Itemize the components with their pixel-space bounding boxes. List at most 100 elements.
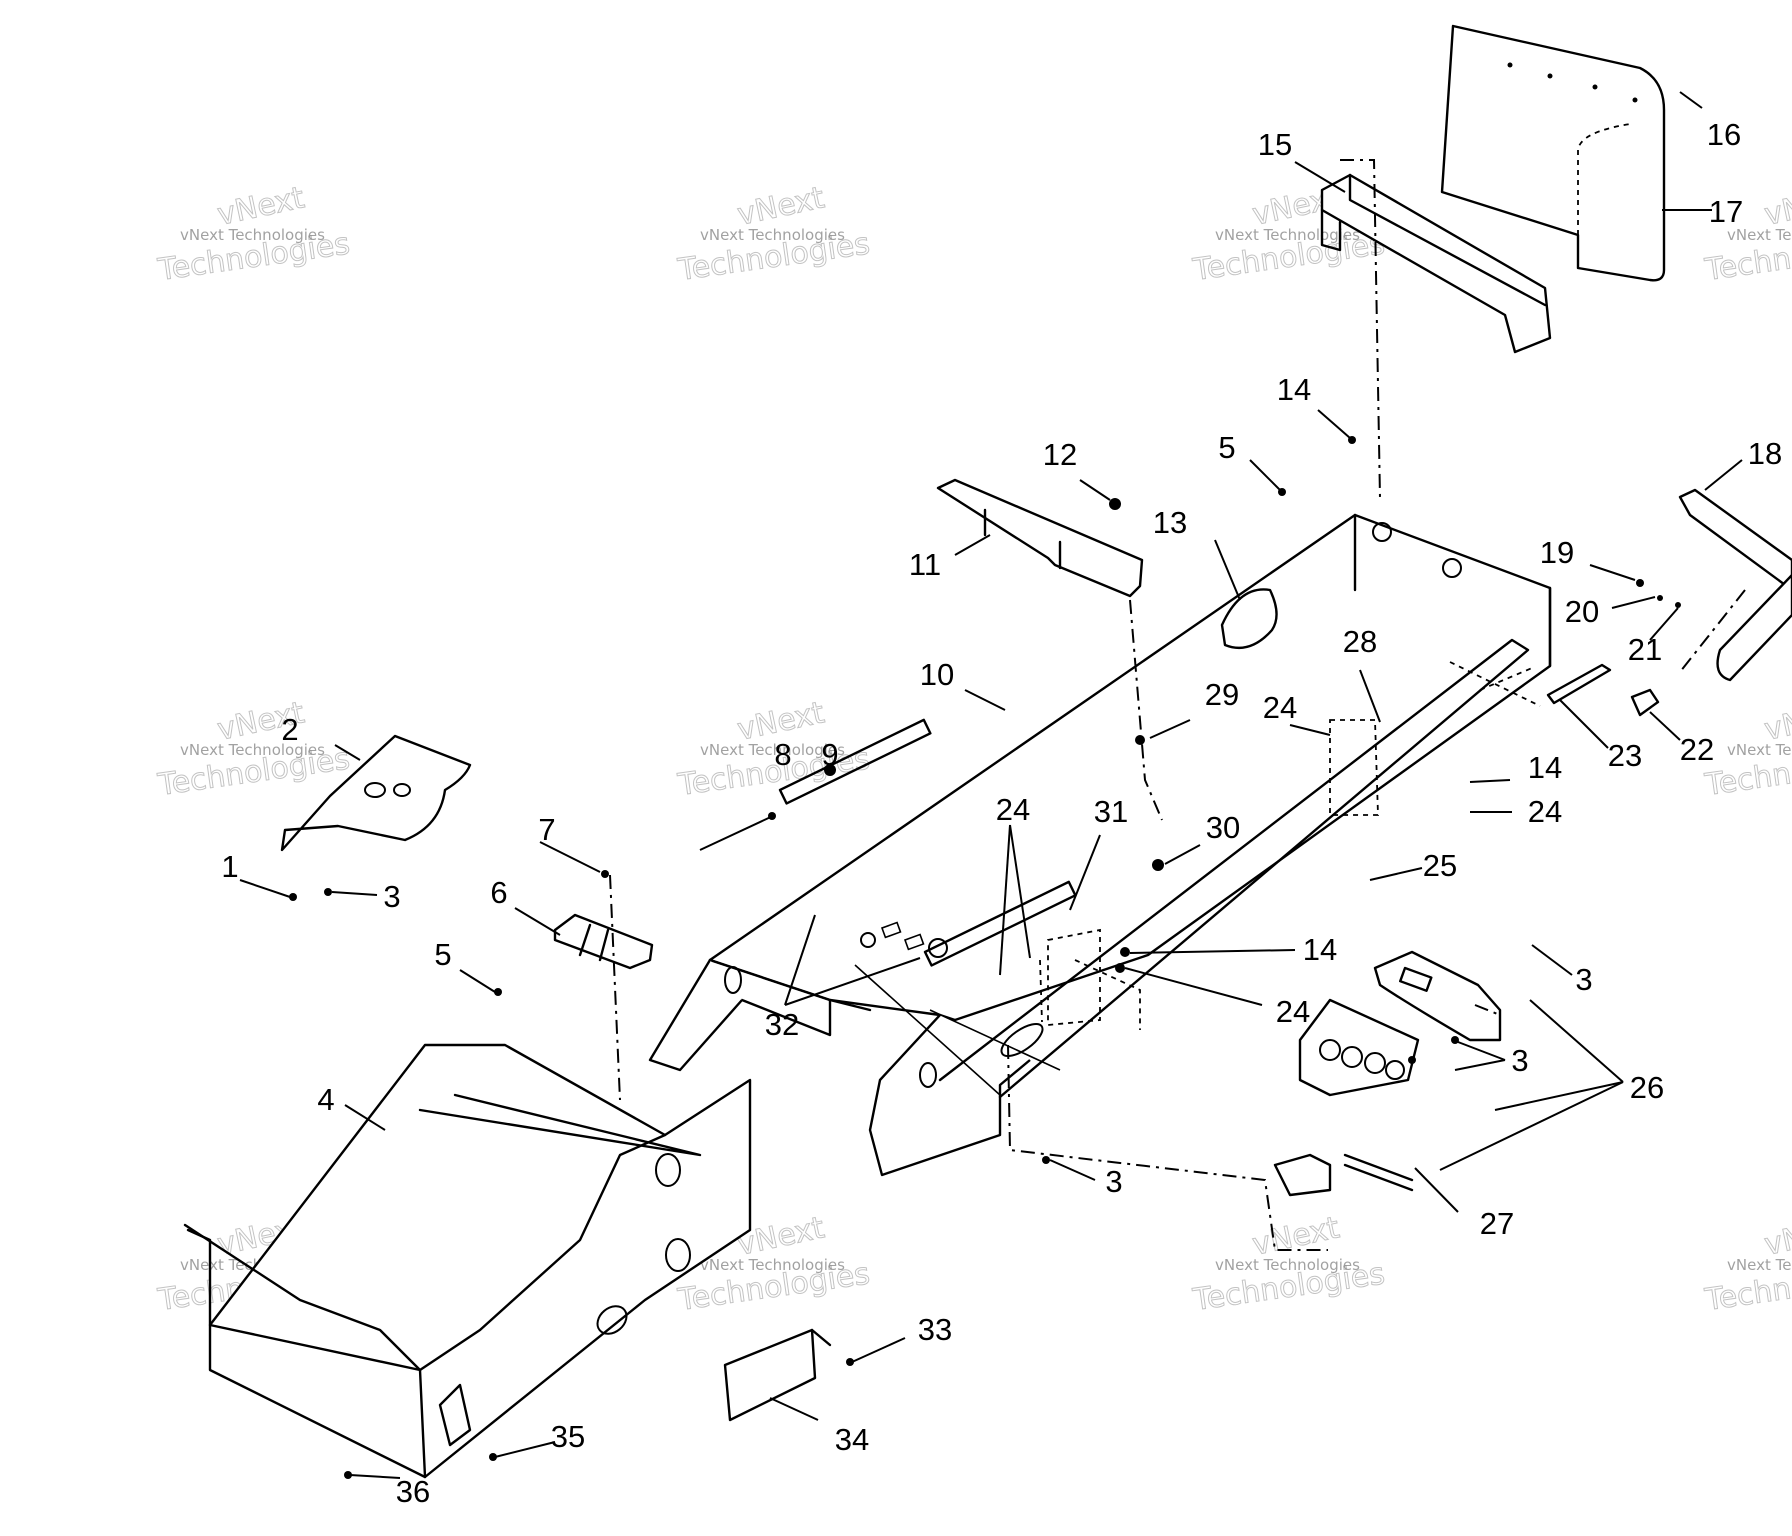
callout-34: 34: [835, 1422, 869, 1457]
callout-16: 16: [1707, 117, 1741, 152]
svg-text:vNext Technologies: vNext Technologies: [1727, 226, 1792, 244]
svg-text:vNext: vNext: [1761, 180, 1792, 233]
callout-9: 9: [821, 737, 838, 772]
callout-29: 29: [1205, 677, 1239, 712]
watermark: vNext vNext Technologies Technologies: [1702, 1210, 1792, 1319]
callout-12: 12: [1043, 437, 1077, 472]
callout-5: 5: [434, 937, 451, 972]
svg-text:vNext Technologies: vNext Technologies: [1727, 1256, 1792, 1274]
callout-27: 27: [1480, 1206, 1514, 1241]
fastener-35: [489, 1453, 497, 1461]
fastener-3-low: [1042, 1156, 1050, 1164]
callout-21: 21: [1628, 632, 1662, 667]
callout-13: 13: [1153, 505, 1187, 540]
callout-24: 24: [996, 792, 1030, 827]
fastener-7: [601, 870, 609, 878]
fastener-33: [846, 1358, 854, 1366]
callout-14: 14: [1277, 372, 1311, 407]
fastener-21: [1675, 602, 1681, 608]
fastener-9: [824, 764, 836, 776]
fastener-3-mid: [1408, 1056, 1416, 1064]
callout-14: 14: [1528, 750, 1562, 785]
part-10-tunnel: [648, 513, 1552, 1177]
svg-text:vNext Technologies: vNext Technologies: [1215, 1256, 1360, 1274]
callout-4: 4: [317, 1082, 334, 1117]
part-26-assembly: [1273, 950, 1502, 1197]
part-6-clip: [553, 913, 654, 970]
callout-32: 32: [765, 1007, 799, 1042]
callout-10: 10: [920, 657, 954, 692]
part-34-bracket: [723, 1328, 832, 1422]
svg-text:vNext Technologies: vNext Technologies: [1727, 741, 1792, 759]
callout-36: 36: [396, 1474, 430, 1509]
callout-7: 7: [538, 812, 555, 847]
svg-text:vNext: vNext: [1761, 695, 1792, 748]
fastener-30: [1152, 859, 1164, 871]
part-13-pad: [1220, 588, 1278, 650]
callout-31: 31: [1094, 794, 1128, 829]
fastener-5-left: [494, 988, 502, 996]
callout-11: 11: [909, 547, 941, 582]
svg-text:vNext Technologies: vNext Technologies: [180, 741, 325, 759]
part-22-cap: [1630, 688, 1660, 717]
part-23-strip: [1546, 663, 1612, 705]
callout-5: 5: [1218, 430, 1235, 465]
watermark: vNext vNext Technologies Technologies: [155, 695, 353, 804]
part-2-bracket: [280, 734, 472, 852]
fasteners: [289, 436, 1681, 1479]
callout-24: 24: [1263, 690, 1297, 725]
svg-text:vNext: vNext: [734, 180, 827, 233]
fastener-36: [344, 1471, 352, 1479]
callout-15: 15: [1258, 127, 1292, 162]
fastener-14-mid: [1120, 947, 1130, 957]
fastener-3-right: [1451, 1036, 1459, 1044]
svg-text:vNext Technologies: vNext Technologies: [180, 226, 325, 244]
callout-24: 24: [1276, 994, 1310, 1029]
callout-24: 24: [1528, 794, 1562, 829]
svg-text:vNext Technologies: vNext Technologies: [700, 1256, 845, 1274]
callout-20: 20: [1565, 594, 1599, 629]
fastener-12: [1109, 498, 1121, 510]
callout-23: 23: [1608, 738, 1642, 773]
fastener-3-left: [324, 888, 332, 896]
callout-35: 35: [551, 1419, 585, 1454]
watermark: vNext vNext Technologies Technologies: [1702, 695, 1792, 804]
svg-text:vNext: vNext: [1249, 1210, 1342, 1263]
callout-26: 26: [1630, 1070, 1664, 1105]
callout-3: 3: [1105, 1164, 1122, 1199]
part-17-panel: [1440, 24, 1666, 282]
svg-text:vNext: vNext: [1761, 1210, 1792, 1263]
callout-25: 25: [1423, 848, 1457, 883]
svg-text:vNext Technologies: vNext Technologies: [700, 226, 845, 244]
callout-19: 19: [1540, 535, 1574, 570]
callout-3: 3: [383, 879, 400, 914]
svg-text:vNext Technologies: vNext Technologies: [700, 741, 845, 759]
part-4-frame: [183, 1043, 752, 1479]
callout-3: 3: [1511, 1043, 1528, 1078]
callout-22: 22: [1680, 732, 1714, 767]
callout-3: 3: [1575, 962, 1592, 997]
callout-14: 14: [1303, 932, 1337, 967]
fastener-24-mid: [1115, 963, 1125, 973]
callout-6: 6: [490, 875, 507, 910]
callout-17: 17: [1709, 194, 1743, 229]
fastener-1: [289, 893, 297, 901]
callout-2: 2: [281, 712, 298, 747]
leader-lines: [239, 91, 1743, 1479]
watermark: vNext vNext Technologies Technologies: [1190, 1210, 1388, 1319]
fastener-19: [1636, 579, 1644, 587]
callout-30: 30: [1206, 810, 1240, 845]
fastener-20: [1657, 595, 1663, 601]
part-18-tube: [1678, 488, 1792, 682]
callout-8: 8: [774, 737, 791, 772]
assembly-lines: [609, 599, 1501, 1251]
part-15-bracket: [1320, 159, 1552, 499]
watermark: vNext vNext Technologies Technologies: [675, 180, 873, 289]
svg-text:vNext Technologies: vNext Technologies: [1215, 226, 1360, 244]
callout-18: 18: [1748, 436, 1782, 471]
fastener-29: [1135, 735, 1145, 745]
part-28-plate: [1329, 719, 1379, 816]
callout-1: 1: [221, 849, 238, 884]
part-31-plate: [1047, 928, 1101, 1026]
